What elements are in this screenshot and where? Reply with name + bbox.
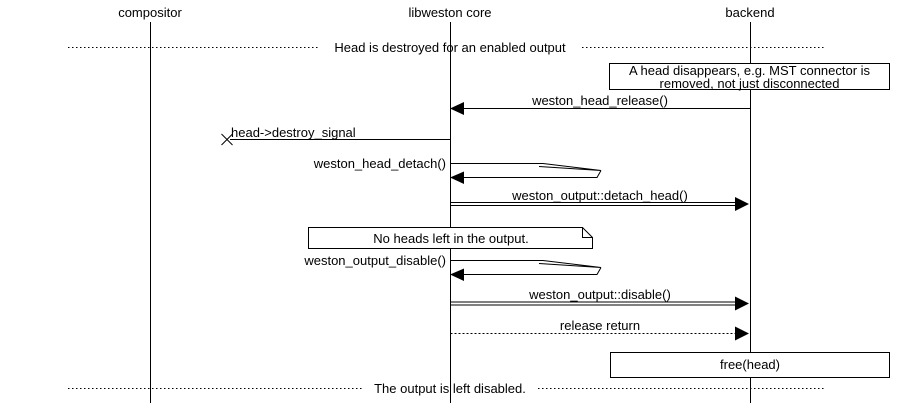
arrow-head-destroy-signal xyxy=(221,133,450,146)
divider-lines xyxy=(68,47,825,389)
arrow-weston-output-disable-call xyxy=(450,296,749,311)
message-label-weston-output-detach-head: weston_output::detach_head() xyxy=(512,188,688,203)
note-shape-no-heads xyxy=(308,227,593,249)
note-label-no-heads: No heads left in the output. xyxy=(373,231,529,246)
note-head-disappears: A head disappears, e.g. MST connector is… xyxy=(609,63,890,90)
left-arrowhead-icon xyxy=(450,268,464,281)
note-text-line: removed, not just disconnected xyxy=(659,75,840,91)
right-arrowhead-icon xyxy=(735,197,749,211)
arrow-release-return xyxy=(450,326,749,341)
note-text-line: A head disappears, e.g. MST connector is xyxy=(628,63,871,78)
note-fold-icon xyxy=(582,227,593,238)
arrow-weston-output-detach-head xyxy=(450,197,749,211)
self-arrow-weston-output-disable xyxy=(450,260,602,281)
message-label-head-destroy-signal: head->destroy_signal xyxy=(231,125,356,140)
message-label-weston-output-disable-call: weston_output::disable() xyxy=(529,287,671,302)
left-arrowhead-icon xyxy=(450,171,464,184)
lost-message-cross-icon xyxy=(221,133,233,146)
message-label-weston-head-release: weston_head_release() xyxy=(532,93,668,108)
bottom-divider-label: The output is left disabled. xyxy=(374,381,526,396)
arrow-weston-head-release xyxy=(450,102,750,115)
right-arrowhead-icon xyxy=(735,296,749,311)
participant-label-backend: backend xyxy=(725,5,775,20)
box-free-head: free(head) xyxy=(610,352,890,378)
message-label-weston-output-disable: weston_output_disable() xyxy=(304,253,446,268)
message-label-weston-head-detach: weston_head_detach() xyxy=(313,156,446,171)
self-arrow-weston-head-detach xyxy=(450,163,602,184)
message-label-release-return: release return xyxy=(559,318,641,333)
left-arrowhead-icon xyxy=(450,102,464,115)
participant-label-compositor: compositor xyxy=(118,5,182,20)
right-arrowhead-icon xyxy=(735,326,749,341)
top-divider-label: Head is destroyed for an enabled output xyxy=(334,40,566,55)
participant-label-libweston-core: libweston core xyxy=(408,5,492,20)
